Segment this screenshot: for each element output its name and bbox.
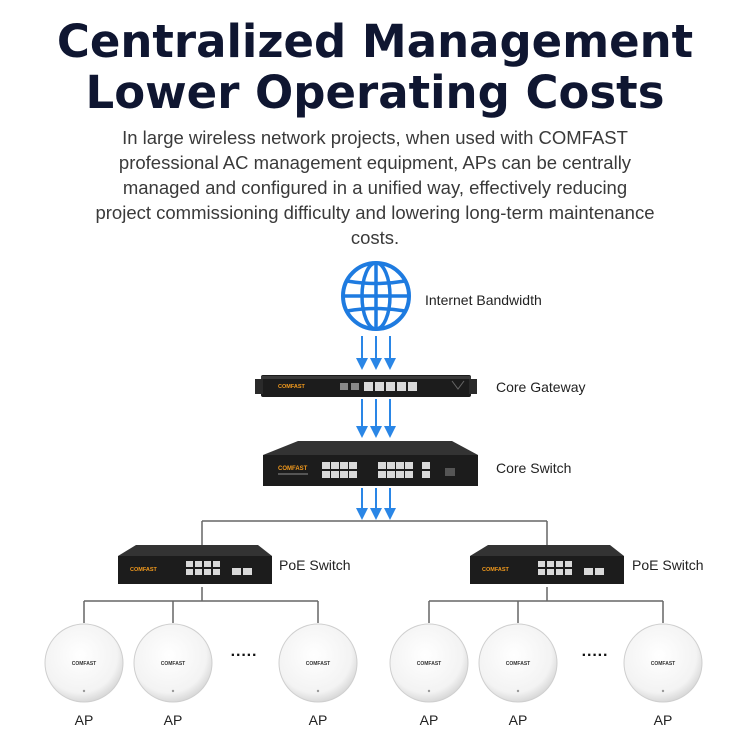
svg-text:COMFAST: COMFAST <box>278 466 308 472</box>
poe-switch-left-device: COMFAST <box>118 545 272 584</box>
poe-switch-left-label: PoE Switch <box>279 557 351 573</box>
down-arrow-icon <box>356 399 396 438</box>
ap-label: AP <box>653 712 673 728</box>
core-switch-device: COMFAST <box>263 441 478 486</box>
internet-label: Internet Bandwidth <box>425 292 542 308</box>
title-line-2: Lower Operating Costs <box>85 66 665 119</box>
ellipsis-right: ····· <box>582 647 609 664</box>
svg-text:COMFAST: COMFAST <box>161 661 185 667</box>
svg-text:COMFAST: COMFAST <box>278 384 306 390</box>
ap-label: AP <box>419 712 439 728</box>
core-gateway-device: COMFAST <box>255 375 477 397</box>
ellipsis-left: ····· <box>231 647 258 664</box>
down-arrow-icon <box>356 488 396 520</box>
poe-switch-right-label: PoE Switch <box>632 557 704 573</box>
svg-text:COMFAST: COMFAST <box>130 567 158 573</box>
core-switch-label: Core Switch <box>496 460 572 476</box>
svg-text:COMFAST: COMFAST <box>72 661 96 667</box>
svg-text:COMFAST: COMFAST <box>506 661 530 667</box>
title-line-1: Centralized Management <box>56 15 694 68</box>
access-point: COMFAST <box>278 623 358 703</box>
svg-text:COMFAST: COMFAST <box>651 661 675 667</box>
svg-text:COMFAST: COMFAST <box>417 661 441 667</box>
access-point: COMFAST <box>389 623 469 703</box>
svg-text:COMFAST: COMFAST <box>482 567 510 573</box>
access-point: COMFAST <box>44 623 124 703</box>
access-point: COMFAST <box>623 623 703 703</box>
ap-label: AP <box>308 712 328 728</box>
access-point: COMFAST <box>478 623 558 703</box>
globe-icon <box>341 261 411 331</box>
description: In large wireless network projects, when… <box>95 127 655 248</box>
core-gateway-label: Core Gateway <box>496 379 586 395</box>
svg-text:COMFAST: COMFAST <box>306 661 330 667</box>
connection-lines <box>83 520 664 623</box>
down-arrow-icon <box>356 336 396 370</box>
ap-label: AP <box>508 712 528 728</box>
access-point: COMFAST <box>133 623 213 703</box>
ap-label: AP <box>163 712 183 728</box>
ap-label: AP <box>74 712 94 728</box>
poe-switch-right-device: COMFAST <box>470 545 624 584</box>
